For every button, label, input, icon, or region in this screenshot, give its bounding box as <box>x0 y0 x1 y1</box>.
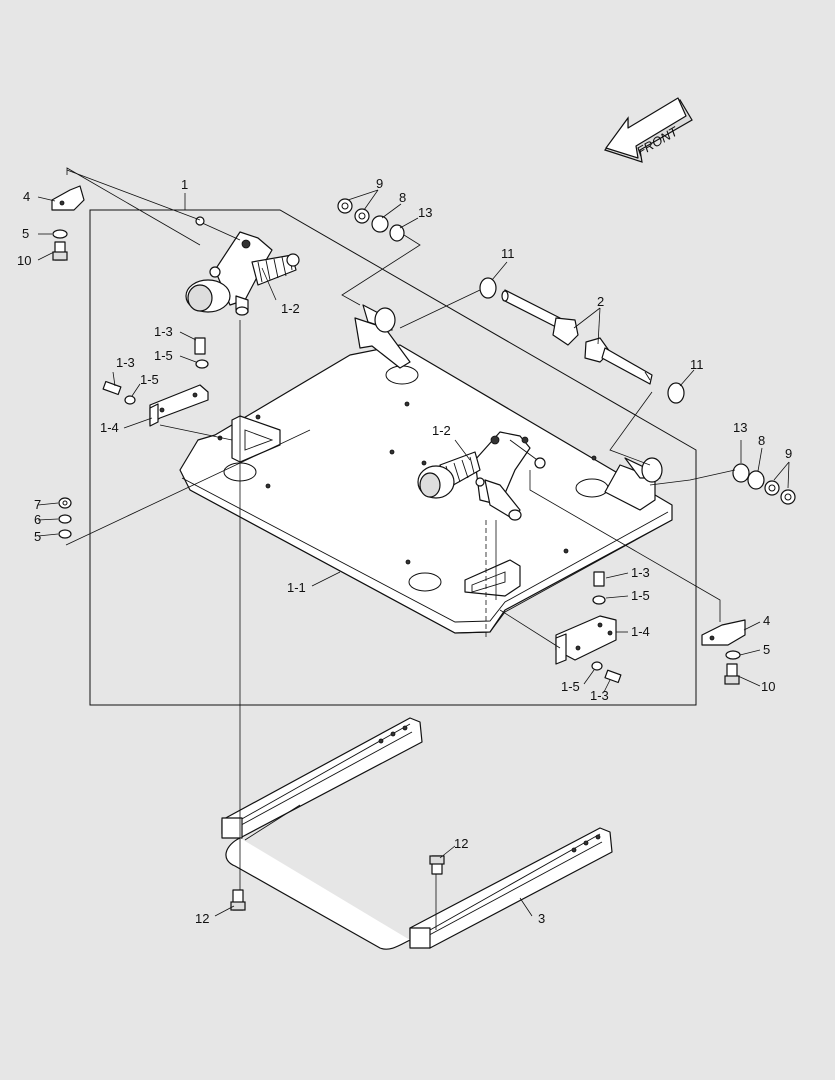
washer-6 <box>58 514 72 524</box>
callout-11-top: 11 <box>501 246 515 261</box>
washer-13-top <box>389 224 405 242</box>
nut-9-top-a <box>337 198 353 214</box>
callout-10-left: 10 <box>17 253 31 268</box>
assembly-frame <box>89 209 697 706</box>
callout-8-top: 8 <box>399 190 406 205</box>
callout-1-4-left: 1-4 <box>100 420 119 435</box>
ring-11-right <box>667 382 685 404</box>
callout-13-right: 13 <box>733 420 747 435</box>
rear-pivot-left <box>354 304 411 369</box>
connecting-rod <box>225 837 411 950</box>
bolt-1-3-d <box>604 669 622 684</box>
washer-1-5-d <box>591 661 603 671</box>
washer-8-top <box>371 215 389 233</box>
callout-1-4-right: 1-4 <box>631 624 650 639</box>
bolt-1-3-a <box>194 337 206 355</box>
bolt-12-left <box>230 889 246 911</box>
callout-1-5-b: 1-5 <box>140 372 159 387</box>
washer-5-mid <box>58 529 72 539</box>
callout-6: 6 <box>34 512 41 527</box>
callout-4-left: 4 <box>23 189 30 204</box>
callout-11-right: 11 <box>690 357 704 372</box>
callout-10-right: 10 <box>761 679 775 694</box>
bolt-10-right <box>724 663 740 685</box>
bolt-1-3-c <box>593 571 605 587</box>
callout-1-2-top: 1-2 <box>281 301 300 316</box>
nut-9-right-a <box>764 480 780 496</box>
callout-1-5-d: 1-5 <box>561 679 580 694</box>
callout-5-left-top: 5 <box>22 226 29 241</box>
washer-5-left <box>52 229 68 239</box>
callout-1-5-c: 1-5 <box>631 588 650 603</box>
plate-hole <box>408 572 442 592</box>
callout-2: 2 <box>597 294 604 309</box>
bolt-12-right <box>429 855 445 875</box>
bracket-right <box>555 615 617 665</box>
callout-8-right: 8 <box>758 433 765 448</box>
washer-1-5-a <box>195 359 209 369</box>
washer-1-5-b <box>124 395 136 405</box>
bolt-10-left <box>52 241 68 261</box>
callout-9-right: 9 <box>785 446 792 461</box>
callout-5-left-mid: 5 <box>34 529 41 544</box>
nut-7 <box>58 497 72 509</box>
nut-9-right-b <box>780 489 796 505</box>
slide-rail-left <box>221 717 423 839</box>
callout-12-right: 12 <box>454 836 468 851</box>
callout-1-2-mid: 1-2 <box>432 423 451 438</box>
pin-lower <box>584 337 653 385</box>
slide-rail-right <box>409 827 613 949</box>
nut-9-top-b <box>354 208 370 224</box>
latch-assembly-middle <box>417 431 546 521</box>
callout-9-top: 9 <box>376 176 383 191</box>
latch-assembly-top <box>185 216 300 316</box>
callout-1-1: 1-1 <box>287 580 306 595</box>
front-arrow: FRONT <box>604 97 693 163</box>
washer-5-right <box>725 650 741 660</box>
callout-4-right: 4 <box>763 613 770 628</box>
slot-bracket-right <box>464 559 521 597</box>
callout-1-3-d: 1-3 <box>590 688 609 703</box>
washer-8-right <box>747 470 765 490</box>
callout-1-3-b: 1-3 <box>116 355 135 370</box>
bolt-1-3-b <box>102 380 122 396</box>
plate-bracket-right <box>701 619 746 646</box>
washer-13-right <box>732 463 750 483</box>
callout-1-3-a: 1-3 <box>154 324 173 339</box>
bracket-left <box>149 384 209 427</box>
callout-1: 1 <box>181 177 188 192</box>
washer-1-5-c <box>592 595 606 605</box>
ring-11-top <box>479 277 497 299</box>
callout-5-right: 5 <box>763 642 770 657</box>
plate-hole <box>385 365 419 385</box>
plate-bracket-left <box>51 185 85 211</box>
callout-7: 7 <box>34 497 41 512</box>
callout-1-5-a: 1-5 <box>154 348 173 363</box>
rear-pivot-right <box>604 457 663 511</box>
plate-hole <box>575 478 609 498</box>
callout-3: 3 <box>538 911 545 926</box>
callout-1-3-c: 1-3 <box>631 565 650 580</box>
callout-12-left: 12 <box>195 911 209 926</box>
pin-upper <box>501 289 579 346</box>
callout-13-top: 13 <box>418 205 432 220</box>
